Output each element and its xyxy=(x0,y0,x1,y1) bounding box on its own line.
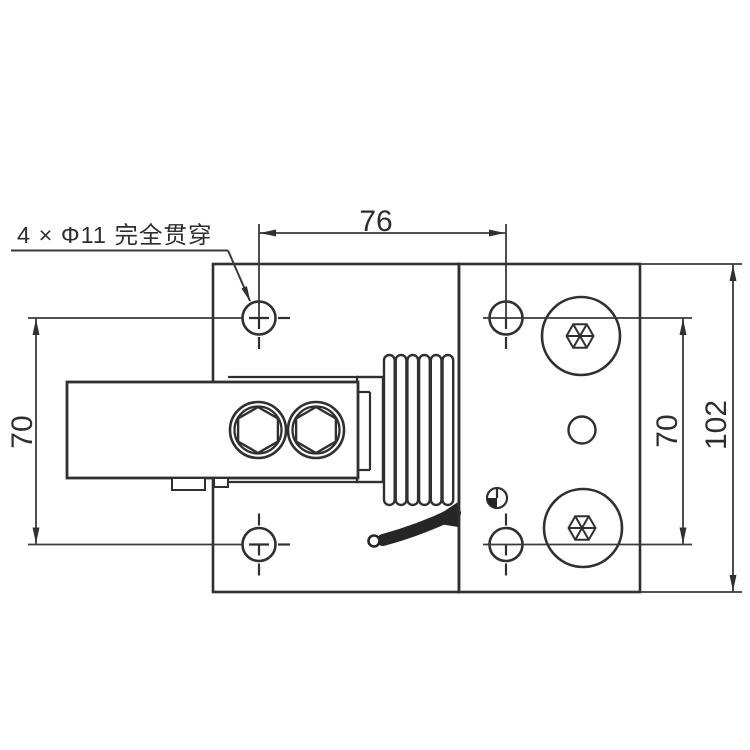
through-hole-bottom-left xyxy=(241,513,290,576)
cable xyxy=(367,264,461,592)
dimension-102: 102 xyxy=(640,263,742,593)
dim-text-76: 76 xyxy=(359,205,392,238)
bolt-outer-circle xyxy=(286,400,346,460)
cable-body xyxy=(377,507,461,546)
beam-arm xyxy=(65,380,360,491)
counterbore-circle-top xyxy=(540,295,622,377)
bellows-boot xyxy=(382,353,455,507)
bellows-lobe xyxy=(394,353,408,507)
bellows-lobe xyxy=(406,353,420,507)
bolt-outer-circle xyxy=(228,400,288,460)
dim-arrow-up xyxy=(32,319,40,335)
dimension-70-left: 70 xyxy=(6,317,242,546)
leader-arrowhead xyxy=(241,286,251,302)
dim-text-102: 102 xyxy=(700,400,733,450)
dim-text-70-right: 70 xyxy=(651,414,684,447)
bolt-hex-socket xyxy=(236,405,280,455)
counterbore-outline xyxy=(542,487,624,569)
hole-circle xyxy=(241,526,277,563)
dim-arrow-down xyxy=(679,527,687,544)
dim-arrow-left xyxy=(260,229,276,237)
hex-socket-bolt-left xyxy=(228,400,288,460)
counterbore-outline xyxy=(540,295,622,377)
hex-socket-bolt-right xyxy=(286,400,346,460)
callout-label: 4 × Φ11 完全贯穿 xyxy=(11,222,251,302)
datum-pie-symbol xyxy=(485,486,509,510)
hex-diagonal xyxy=(572,323,588,349)
dim-text-70-left: 70 xyxy=(6,415,39,448)
through-hole-top-left xyxy=(241,224,290,349)
bellows-lobe xyxy=(429,353,443,507)
callout-text: 4 × Φ11 完全贯穿 xyxy=(17,222,213,248)
beam-arm-outline xyxy=(65,380,360,480)
dim-arrow-down xyxy=(729,575,737,591)
gap-tab-right xyxy=(213,477,229,488)
center-hole xyxy=(567,415,597,445)
dim-arrow-right xyxy=(489,229,505,237)
cable-end xyxy=(367,534,381,548)
dimension-76: 76 xyxy=(259,205,506,238)
bellows-lobe xyxy=(417,353,432,507)
dimension-70-right: 70 xyxy=(483,317,692,546)
bolt-hex-socket xyxy=(294,405,338,455)
dim-arrow-up xyxy=(679,319,687,335)
dim-arrow-up xyxy=(729,265,737,281)
hex-diagonal xyxy=(574,515,590,541)
counterbore-circle-bottom xyxy=(542,487,624,569)
gap-tab-left xyxy=(171,477,206,491)
datum-filled-quadrant xyxy=(487,498,497,508)
bellows-lobe xyxy=(382,353,396,507)
dim-arrow-down xyxy=(32,527,40,544)
bellows-lobe xyxy=(441,353,455,507)
